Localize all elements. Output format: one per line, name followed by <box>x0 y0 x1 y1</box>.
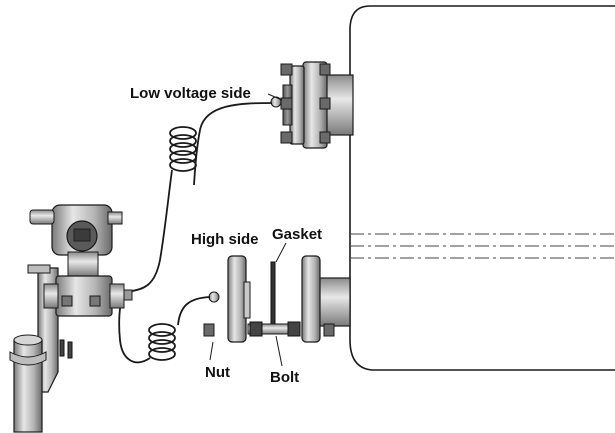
low-side-bolts <box>280 63 331 144</box>
nut-right <box>323 323 335 337</box>
low-side-capillary <box>124 102 273 293</box>
low-side-flange-assembly <box>270 61 354 149</box>
low-voltage-side-label: Low voltage side <box>130 85 251 102</box>
high-side-flange-assembly <box>203 255 351 343</box>
pressure-transmitter <box>9 204 133 433</box>
gasket-plate <box>270 261 276 333</box>
gasket-label: Gasket <box>272 226 323 243</box>
bolt-label: Bolt <box>270 369 300 386</box>
tank-vessel <box>349 5 615 371</box>
nut-label: Nut <box>205 364 230 381</box>
high-side-capillary <box>118 296 211 364</box>
high-side-label: High side <box>191 231 259 248</box>
leader-lines <box>209 93 287 367</box>
nut-left <box>203 323 215 337</box>
